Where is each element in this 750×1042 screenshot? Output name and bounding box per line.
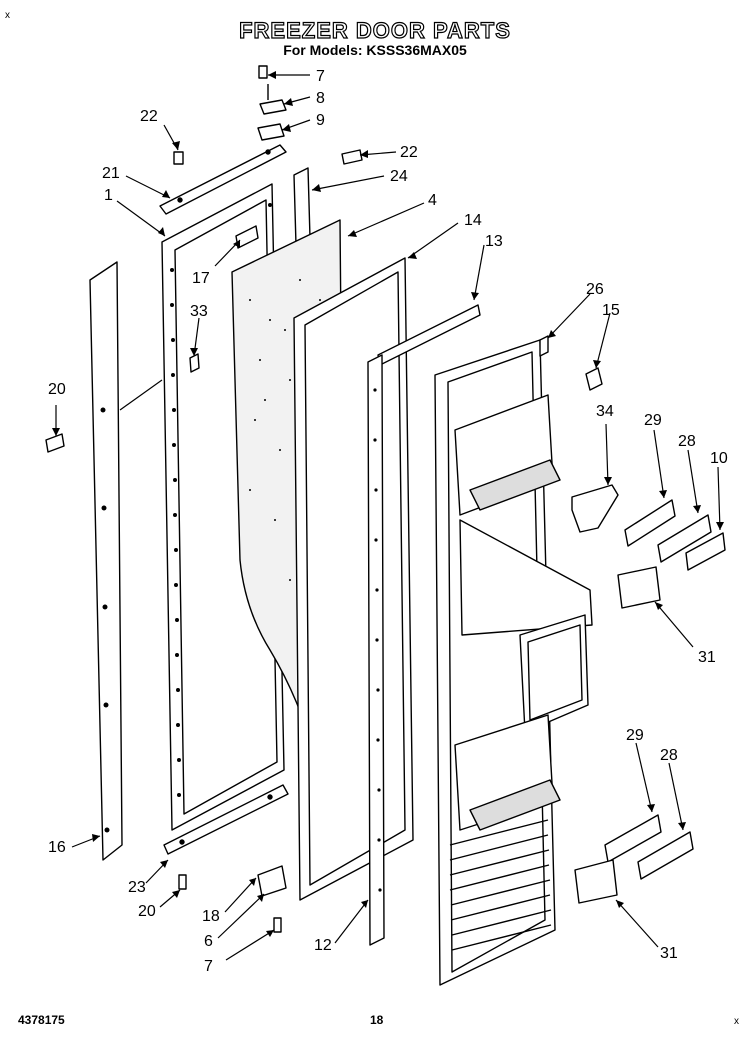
part-20-bottom-screw: [178, 874, 187, 890]
callout-4: 4: [428, 192, 437, 209]
corner-mark-bottom-right: x: [734, 1016, 739, 1027]
part-22-left-screw: [173, 151, 184, 165]
callout-29-upper: 29: [644, 412, 662, 429]
part-8-hinge-pin: [259, 99, 287, 115]
part-28-upper-trim: [657, 514, 712, 563]
callout-labels: 7 8 9 22 22 24 21 1 4 14 13 17 26 15 33 …: [48, 68, 728, 975]
callout-24: 24: [390, 168, 408, 185]
callout-20-bottom: 20: [138, 903, 156, 920]
callout-9: 9: [316, 112, 325, 129]
part-16-side-trim: [89, 261, 123, 861]
part-31-upper-cap: [617, 566, 661, 609]
callout-26: 26: [586, 281, 604, 298]
callout-22-right: 22: [400, 144, 418, 161]
callout-10: 10: [710, 450, 728, 467]
part-12-rail-holes: [373, 388, 382, 892]
callout-17: 17: [192, 270, 210, 287]
page-title: FREEZER DOOR PARTS: [238, 17, 511, 43]
part-34-funnel: [571, 484, 619, 533]
part-15-screw: [585, 367, 603, 391]
document-number: 4378175: [18, 1013, 65, 1027]
part-20-left-screw: [45, 433, 65, 453]
part-12-vertical-rail: [367, 354, 385, 946]
callout-7-bottom: 7: [204, 958, 213, 975]
callout-23: 23: [128, 879, 146, 896]
part-29-lower-trim: [604, 814, 662, 863]
callout-20-left: 20: [48, 381, 66, 398]
lower-shelf-grate: [469, 779, 561, 831]
part-22-right-screw: [341, 149, 363, 165]
callout-22-left: 22: [140, 108, 158, 125]
callout-33: 33: [190, 303, 208, 320]
callout-8: 8: [316, 90, 325, 107]
dispenser-window: [519, 614, 589, 733]
callout-21: 21: [102, 165, 120, 182]
corner-mark-top-left: x: [5, 10, 10, 21]
door-louvers: [449, 819, 552, 951]
part-7-bottom-screw: [273, 917, 282, 933]
upper-shelf-grate: [469, 459, 561, 511]
part-29-upper-trim: [624, 499, 676, 547]
callout-12: 12: [314, 937, 332, 954]
part-24-strip: [293, 167, 311, 246]
callout-29-lower: 29: [626, 727, 644, 744]
part-33-clip: [189, 353, 200, 373]
callout-1: 1: [104, 187, 113, 204]
part-28-lower-trim: [637, 831, 694, 880]
part-21-top-bracket: [159, 144, 287, 215]
callout-14: 14: [464, 212, 482, 229]
ice-chute-housing: [459, 519, 593, 636]
callout-31-upper: 31: [698, 649, 716, 666]
part-26-bar: [539, 335, 549, 357]
part-18-hinge-bracket: [257, 865, 287, 897]
part-7-top-screw: [258, 65, 268, 79]
model-subtitle: For Models: KSSS36MAX05: [283, 42, 467, 58]
callout-34: 34: [596, 403, 614, 420]
part-31-lower-cap: [574, 859, 618, 904]
callout-28-upper: 28: [678, 433, 696, 450]
part-16-holes: [100, 407, 110, 833]
callout-31-lower: 31: [660, 945, 678, 962]
callout-7-top: 7: [316, 68, 325, 85]
callout-6: 6: [204, 933, 213, 950]
callout-13: 13: [485, 233, 503, 250]
part-9-hinge-plate: [257, 123, 285, 141]
leader-arrowheads: [52, 71, 724, 937]
callout-16: 16: [48, 839, 66, 856]
part-10-nameplate: [685, 532, 726, 571]
callout-28-lower: 28: [660, 747, 678, 764]
page-number: 18: [370, 1013, 384, 1027]
part-23-bottom-bracket: [163, 784, 289, 855]
callout-18: 18: [202, 908, 220, 925]
callout-15: 15: [602, 302, 620, 319]
